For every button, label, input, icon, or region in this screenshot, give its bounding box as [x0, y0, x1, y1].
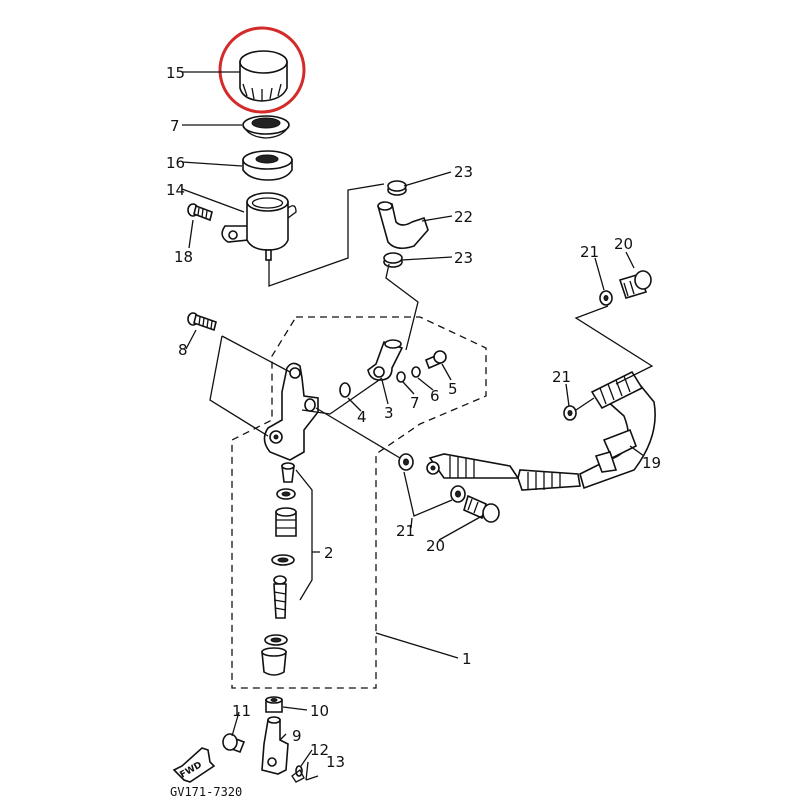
washer-21-middle-part — [563, 405, 577, 421]
cotter-pin-13-part — [291, 769, 305, 783]
pin-11-part — [222, 733, 246, 754]
middle-routing-line — [575, 397, 595, 411]
leader-lines — [181, 71, 645, 767]
washer-21-lower-b-part — [450, 485, 466, 503]
label-part-9: 9 — [292, 727, 302, 745]
label-part-21-upper: 21 — [580, 243, 599, 261]
nut-10-part — [265, 696, 283, 713]
reservoir-hose-part — [377, 201, 429, 250]
forward-arrow-icon: FWD — [172, 747, 216, 783]
bolt-8-part — [187, 312, 217, 332]
upper-routing-line — [574, 305, 654, 385]
master-cylinder-body-part — [263, 362, 319, 461]
cotter-bracket-line — [305, 761, 319, 781]
banjo-leader-line — [315, 407, 401, 459]
reservoir-routing-line — [268, 183, 385, 287]
label-part-12: 12 — [310, 741, 329, 759]
label-part-10: 10 — [310, 702, 329, 720]
washer-21-upper-part — [599, 290, 613, 306]
label-part-5: 5 — [448, 380, 458, 398]
label-part-3: 3 — [384, 404, 394, 422]
washer-7-part — [396, 371, 406, 383]
piston-kit-parts — [261, 462, 297, 676]
diagram-code: GV171-7320 — [170, 785, 242, 799]
brake-hose-part — [426, 370, 656, 491]
label-part-13: 13 — [326, 753, 345, 771]
label-part-22: 22 — [454, 208, 473, 226]
label-part-2: 2 — [324, 544, 334, 562]
bolt-20-upper-part — [618, 270, 652, 299]
label-part-1: 1 — [462, 650, 472, 668]
highlight-circle — [218, 26, 306, 114]
lower-washer-bracket-line — [403, 471, 453, 517]
bolt-20-lower-part — [463, 494, 500, 523]
label-part-6: 6 — [430, 387, 440, 405]
hose-clamp-lower-part — [383, 252, 403, 268]
label-part-20-lower: 20 — [426, 537, 445, 555]
label-part-23-lower: 23 — [454, 249, 473, 267]
hose-joint-part — [367, 339, 404, 381]
hose-clamp-upper-part — [387, 180, 407, 196]
washer-21-lower-a-part — [398, 453, 414, 471]
diaphragm-part — [242, 150, 293, 181]
label-part-15: 15 — [166, 64, 185, 82]
reservoir-cap-part — [239, 50, 288, 102]
label-part-4: 4 — [357, 408, 367, 426]
part-labels: 15 7 16 14 18 23 22 23 21 20 8 3 4 7 6 5… — [166, 64, 661, 771]
label-part-20-upper: 20 — [614, 235, 633, 253]
reservoir-tank-part — [221, 192, 297, 261]
o-ring-4-part — [339, 382, 351, 398]
bolt-8-bracket-line — [209, 335, 291, 437]
diaphragm-plate-part — [242, 115, 290, 139]
label-part-19: 19 — [642, 454, 661, 472]
label-part-21-middle: 21 — [552, 368, 571, 386]
label-part-8: 8 — [178, 341, 188, 359]
label-part-14: 14 — [166, 181, 185, 199]
label-part-11: 11 — [232, 702, 251, 720]
piston-kit-bracket-line — [295, 469, 320, 601]
label-part-21-lower: 21 — [396, 522, 415, 540]
bolt-5-part — [424, 350, 447, 370]
label-part-16: 16 — [166, 154, 185, 172]
label-part-23-upper: 23 — [454, 163, 473, 181]
label-part-7-lower: 7 — [410, 394, 420, 412]
hose-routing-line — [385, 263, 419, 351]
clevis-9-part — [261, 716, 289, 775]
bolt-18-part — [187, 203, 213, 222]
label-part-18: 18 — [174, 248, 193, 266]
hose-joint-leader-line — [301, 377, 383, 415]
washer-6-part — [411, 366, 421, 378]
label-part-7-upper: 7 — [170, 117, 180, 135]
assembly-boundary — [231, 316, 487, 689]
